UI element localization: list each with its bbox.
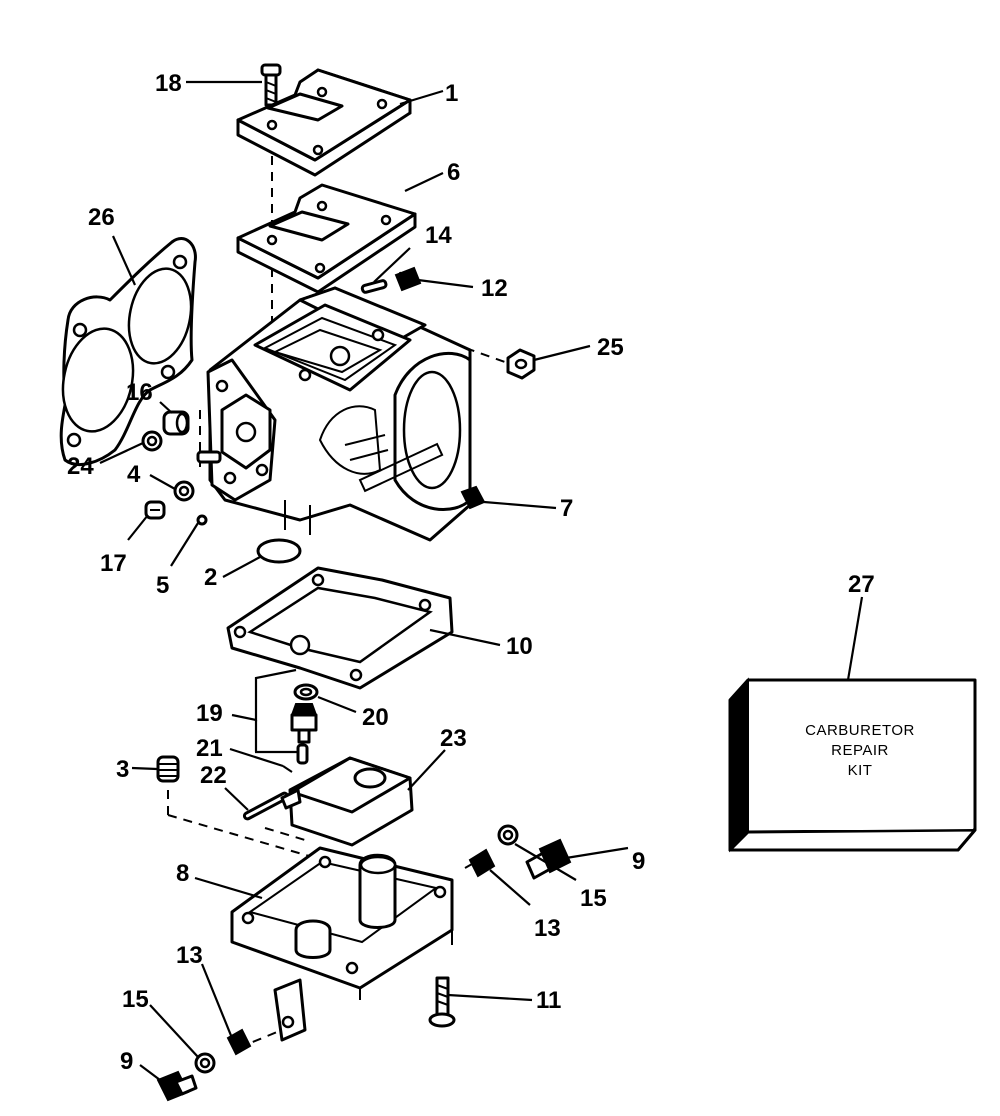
- callout-8: 8: [176, 860, 189, 887]
- callout-12: 12: [481, 275, 508, 302]
- part-13-needle-lower: [226, 1028, 252, 1056]
- callout-4: 4: [127, 461, 141, 488]
- callout-2: 2: [204, 564, 217, 591]
- part-22-pin: [242, 791, 290, 821]
- callout-25: 25: [597, 334, 624, 361]
- callout-11: 11: [536, 987, 561, 1014]
- callout-13-lower: 13: [176, 942, 203, 969]
- part-9-screw-lower: [156, 1070, 198, 1102]
- callout-10: 10: [506, 633, 533, 660]
- part-14-pin: [360, 279, 388, 294]
- part-15-washer-lower: [194, 1052, 216, 1074]
- callout-16: 16: [126, 379, 153, 406]
- part-11-screw: [428, 976, 456, 1028]
- carburetor-main-body: [196, 286, 472, 542]
- callout-7: 7: [560, 495, 573, 522]
- part-16-fitting: [162, 410, 190, 436]
- callout-23: 23: [440, 725, 467, 752]
- callout-27: 27: [848, 571, 875, 598]
- callout-20: 20: [362, 704, 389, 731]
- part-6-gasket-plate: [236, 183, 417, 294]
- part-20-washer: [293, 683, 319, 701]
- part-17-plug: [144, 500, 166, 520]
- part-5-ball: [196, 514, 208, 526]
- callout-6: 6: [447, 159, 460, 186]
- callout-22: 22: [200, 762, 227, 789]
- part-10-gasket: [226, 566, 454, 690]
- part-8-float-bowl: [230, 846, 454, 1042]
- callout-numbers: 18 1 6 26 14 12 25 16 24 4 7 17 5 2 27 1…: [67, 70, 875, 1075]
- part-21-clip: [282, 765, 293, 773]
- callout-15-lower: 15: [122, 986, 149, 1013]
- callout-3: 3: [116, 756, 129, 783]
- callout-19: 19: [196, 700, 223, 727]
- part-18-screw: [260, 63, 282, 107]
- part-26-flange-gasket: [59, 237, 197, 466]
- kit-label-line-1: CARBURETOR: [805, 722, 915, 739]
- callout-17: 17: [100, 550, 127, 577]
- callout-18: 18: [155, 70, 182, 97]
- part-24-washer: [141, 430, 163, 452]
- callout-13-upper: 13: [534, 915, 561, 942]
- callout-24: 24: [67, 453, 94, 480]
- kit-label-line-2: REPAIR: [831, 742, 889, 759]
- part-12-spring: [394, 266, 422, 292]
- leader-lines: [99, 80, 864, 1081]
- part-3-screw: [156, 755, 180, 783]
- callout-5: 5: [156, 572, 169, 599]
- part-19-needle-seat: [290, 703, 318, 765]
- callout-21: 21: [196, 735, 223, 762]
- part-25-nut: [506, 348, 536, 380]
- part-27-repair-kit-box: CARBURETOR REPAIR KIT: [728, 677, 977, 853]
- part-4-washer: [173, 480, 195, 502]
- callout-14: 14: [425, 222, 452, 249]
- callout-26: 26: [88, 204, 115, 231]
- callout-9-upper: 9: [632, 848, 645, 875]
- callout-15-upper: 15: [580, 885, 607, 912]
- kit-label-line-3: KIT: [848, 762, 873, 779]
- part-1-cover-plate: [236, 68, 412, 177]
- callout-1: 1: [445, 80, 458, 107]
- part-15-washer-upper: [497, 824, 519, 846]
- part-23-float: [280, 756, 414, 847]
- part-13-needle-upper: [464, 848, 496, 878]
- callout-9-lower: 9: [120, 1048, 133, 1075]
- part-2-disc: [256, 538, 302, 564]
